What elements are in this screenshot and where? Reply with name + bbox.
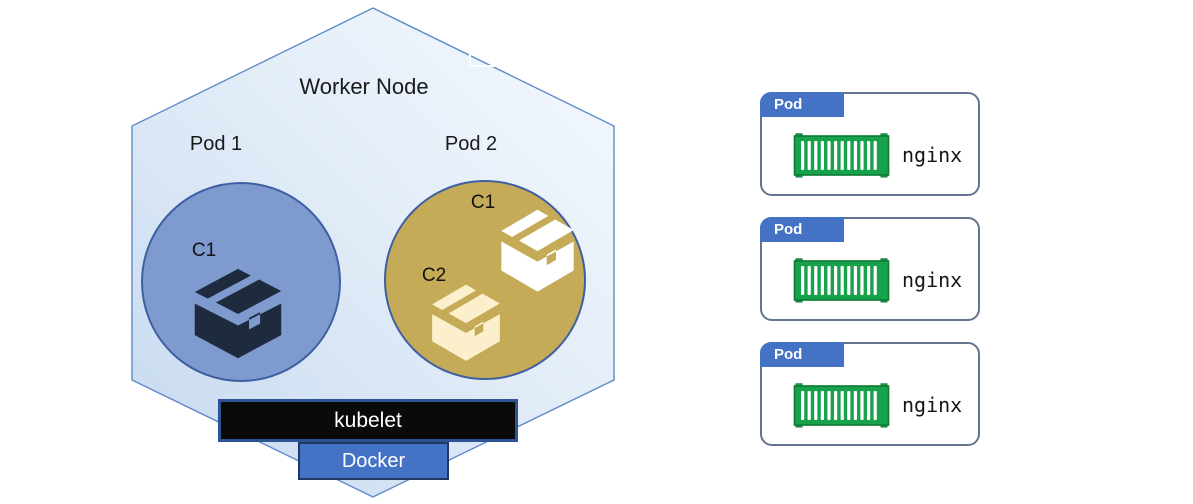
docker-bar: Docker [298, 442, 449, 480]
shipping-container-icon [793, 133, 890, 178]
pod1-container1-label: C1 [191, 240, 217, 261]
container-name: nginx [902, 268, 963, 292]
shipping-container-icon [793, 383, 890, 428]
pod-card: Pod nginx [760, 92, 980, 196]
pod2-circle: C1 C2 [384, 180, 586, 380]
pod2-container2-label: C2 [421, 265, 447, 286]
worker-node-title: Worker Node [299, 74, 429, 99]
pod1-label: Pod 1 [189, 133, 243, 155]
pod1-circle: C1 [141, 182, 341, 382]
pod-tab: Pod [760, 342, 844, 367]
package-box-icon [194, 268, 282, 359]
pod-card: Pod nginx [760, 342, 980, 446]
pod-tab: Pod [760, 217, 844, 242]
kubelet-bar: kubelet [218, 399, 518, 442]
package-box-icon [501, 209, 574, 292]
package-box-icon [432, 284, 500, 361]
pod2-label: Pod 2 [444, 133, 498, 155]
shipping-container-icon [793, 258, 890, 303]
pod-card: Pod nginx [760, 217, 980, 321]
pod-tab: Pod [760, 92, 844, 117]
corner-artifact [469, 50, 497, 67]
kubelet-label: kubelet [334, 408, 402, 432]
pod2-container1-label: C1 [470, 192, 496, 213]
container-name: nginx [902, 393, 963, 417]
container-name: nginx [902, 143, 963, 167]
docker-label: Docker [341, 449, 406, 472]
